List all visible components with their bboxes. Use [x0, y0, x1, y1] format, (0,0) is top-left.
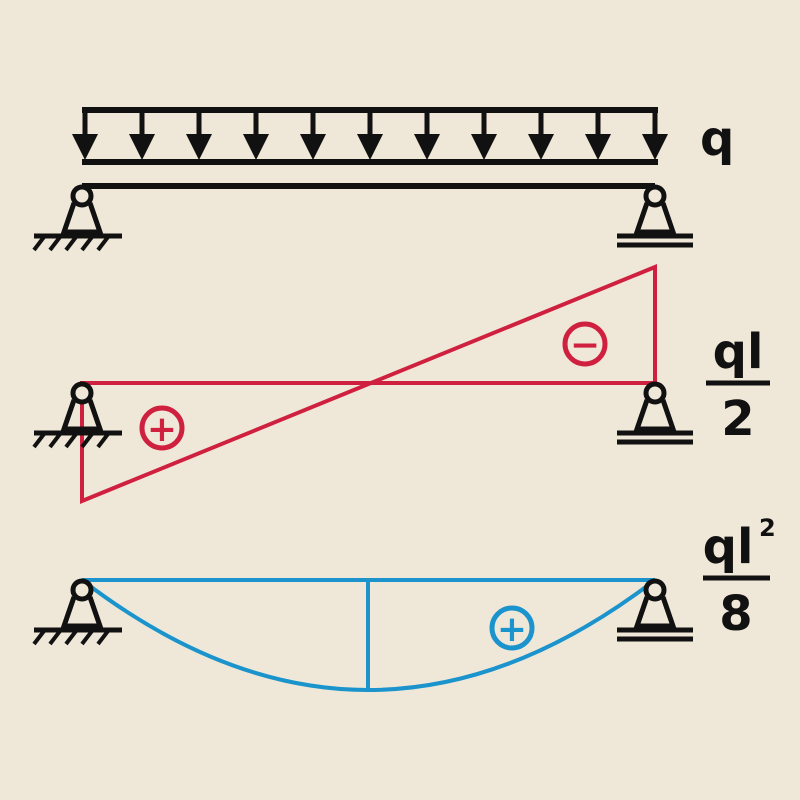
load-arrows [72, 110, 668, 160]
shear-positive-sign: + [139, 405, 185, 451]
shear-denominator: 2 [721, 391, 754, 447]
down-arrow-icon [414, 110, 440, 160]
load-label: q [700, 111, 734, 167]
down-arrow-icon [528, 110, 554, 160]
down-arrow-icon [642, 110, 668, 160]
moment-diagram [80, 578, 657, 692]
moment-magnitude: ql 2 8 [703, 514, 776, 642]
shear-negative-sign: − [562, 321, 608, 367]
shear-negative-symbol: − [570, 325, 600, 366]
moment-positive-sign: + [489, 605, 535, 651]
down-arrow-icon [129, 110, 155, 160]
down-arrow-icon [300, 110, 326, 160]
down-arrow-icon [186, 110, 212, 160]
moment-exponent: 2 [759, 514, 776, 542]
shear-diagram [80, 264, 657, 504]
roller-support-icon [617, 384, 693, 442]
down-arrow-icon [357, 110, 383, 160]
moment-numerator: ql [703, 519, 754, 575]
down-arrow-icon [585, 110, 611, 160]
roller-support-icon [617, 187, 693, 245]
pinned-support-icon [34, 581, 122, 644]
down-arrow-icon [243, 110, 269, 160]
moment-positive-symbol: + [497, 609, 527, 650]
down-arrow-icon [471, 110, 497, 160]
pinned-support-icon [34, 384, 122, 447]
shear-magnitude: ql 2 [706, 324, 770, 447]
shear-positive-symbol: + [147, 409, 177, 450]
down-arrow-icon [72, 110, 98, 160]
distributed-load [72, 107, 668, 165]
shear-numerator: ql [713, 324, 764, 380]
pinned-support-icon [34, 187, 122, 250]
moment-denominator: 8 [719, 586, 752, 642]
roller-support-icon [617, 581, 693, 639]
